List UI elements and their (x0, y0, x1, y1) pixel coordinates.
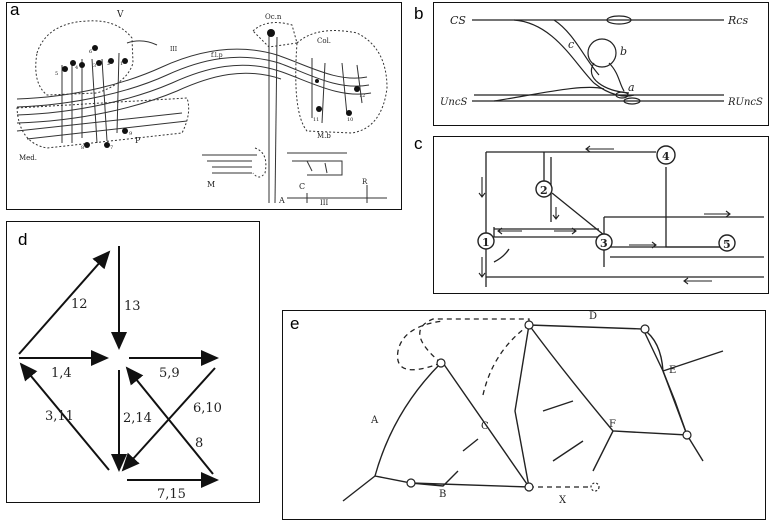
b-label-runcs: RUncS (727, 97, 763, 108)
a-num-2: 2 (107, 61, 110, 67)
panel-b-label: b (414, 4, 424, 23)
panel-e-label: e (290, 314, 300, 333)
panel-e: A B C D E F X (282, 310, 766, 520)
e-label-a: A (370, 415, 379, 426)
a-label-med: Med. (19, 154, 37, 162)
e-label-x: X (559, 495, 567, 506)
a-label-iii-top: III (170, 46, 178, 53)
e-label-b: B (439, 489, 446, 500)
a-label-a: A (278, 196, 285, 205)
panel-c-drawing: 1 2 3 4 5 (477, 145, 764, 287)
a-label-ocn: Oc.n (265, 13, 282, 21)
a-label-r: R (362, 178, 368, 186)
panel-b: CS Rcs UncS RUncS a b c (433, 2, 769, 126)
panel-c-label: c (414, 134, 423, 153)
a-label-c: C (299, 182, 305, 191)
d-edge-12-line (18, 250, 111, 355)
a-num-3: 3 (93, 63, 96, 69)
panel-b-drawing: CS Rcs UncS RUncS a b c (440, 14, 763, 108)
b-label-a: a (628, 81, 635, 94)
a-label-iii: III (320, 199, 329, 207)
a-num-4: 4 (75, 65, 78, 71)
b-label-cs: CS (450, 14, 466, 27)
a-num-11: 11 (313, 117, 319, 123)
a-label-p: P (135, 136, 141, 145)
e-label-c: C (481, 421, 489, 432)
a-num-12: 12 (359, 93, 365, 99)
a-num-1: 1 (120, 61, 123, 67)
a-label-flp: f.l.p (211, 52, 223, 59)
a-label-m: M (207, 180, 215, 189)
b-label-uncs: UncS (440, 97, 467, 108)
a-label-v: V (116, 10, 124, 20)
d-label-14: 1,4 (51, 366, 72, 381)
panel-a-drawing: V Oc.n III Col. f.l.p M.b Med. P M C A I… (16, 10, 388, 207)
a-num-9: 9 (129, 131, 132, 137)
d-edge-8-line (125, 366, 214, 475)
e-label-d: D (589, 311, 597, 322)
panel-e-drawing: A B C D E F X (342, 311, 724, 506)
a-label-col: Col. (317, 37, 331, 45)
d-label-610: 6,10 (193, 401, 222, 416)
d-edge-311-line (19, 362, 110, 471)
panel-d: 12 13 1,4 5,9 3,11 2,14 6,10 8 7,15 (6, 221, 260, 503)
c-node-3: 3 (600, 237, 608, 250)
a-num-10: 10 (347, 117, 353, 123)
b-label-rcs: Rcs (727, 14, 748, 27)
a-num-7: 7 (110, 145, 113, 151)
a-num-8: 8 (81, 145, 84, 151)
d-label-12: 12 (71, 297, 88, 312)
d-label-13: 13 (124, 299, 141, 314)
d-label-715: 7,15 (157, 487, 186, 502)
e-label-e: E (669, 365, 676, 376)
c-node-1: 1 (482, 236, 490, 249)
panel-a: V Oc.n III Col. f.l.p M.b Med. P M C A I… (6, 2, 402, 210)
panel-a-label: a (10, 0, 20, 19)
b-label-c: c (568, 38, 574, 51)
panel-d-label: d (18, 230, 28, 249)
panel-d-drawing: 12 13 1,4 5,9 3,11 2,14 6,10 8 7,15 (18, 246, 222, 502)
d-label-8: 8 (195, 436, 203, 451)
c-node-2: 2 (540, 184, 548, 197)
c-node-4: 4 (662, 150, 670, 163)
a-num-6: 6 (89, 49, 92, 55)
b-label-b: b (620, 45, 627, 58)
d-label-311: 3,11 (45, 409, 74, 424)
d-label-59: 5,9 (159, 366, 180, 381)
a-label-mb: M.b (317, 132, 331, 140)
d-label-214: 2,14 (123, 411, 152, 426)
e-label-f: F (609, 419, 616, 430)
panel-c: 1 2 3 4 5 (433, 136, 769, 294)
a-num-5: 5 (55, 71, 58, 77)
c-node-5: 5 (723, 238, 731, 251)
